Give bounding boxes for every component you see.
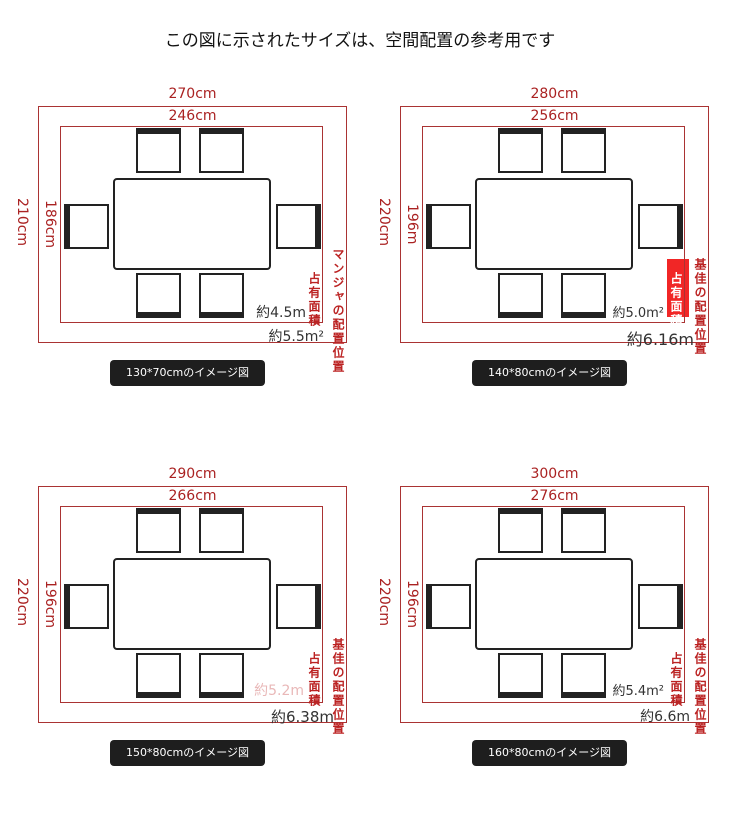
chair	[136, 653, 181, 698]
page-title: この図に示されたサイズは、空間配置の参考用です	[164, 31, 556, 51]
layout-panel-160x80: 300cm 276cm 220cm 196cm 約5.4m² 約6.6m 占有面…	[362, 460, 732, 790]
chair	[638, 204, 683, 249]
occupied-area-rect	[60, 506, 323, 703]
occupied-area-text: 占有面積	[669, 272, 683, 328]
chair	[136, 273, 181, 318]
chair	[561, 508, 606, 553]
outer-space-rect	[400, 106, 709, 343]
chair	[64, 584, 109, 629]
total-area-label: 約6.6m	[640, 709, 690, 725]
chair	[199, 508, 244, 553]
outer-height-label: 220cm	[376, 578, 392, 627]
chair	[638, 584, 683, 629]
layout-panel-150x80: 290cm 266cm 220cm 196cm 約5.2m 約6.38m 占有面…	[0, 460, 370, 790]
chair	[199, 273, 244, 318]
inner-width-label: 256cm	[530, 108, 579, 124]
placement-text: マンジャの配置位置	[331, 248, 345, 374]
outer-space-rect	[38, 106, 347, 343]
outer-space-rect	[38, 486, 347, 723]
outer-space-rect	[400, 486, 709, 723]
outer-height-label: 210cm	[14, 198, 30, 247]
outer-width-label: 270cm	[168, 86, 217, 102]
chair	[64, 204, 109, 249]
table-area-label: 約5.0m²	[612, 306, 664, 321]
chair	[498, 653, 543, 698]
occupied-area-text: 占有面積	[307, 652, 321, 708]
inner-height-label: 186cm	[42, 200, 58, 249]
image-caption-button[interactable]: 160*80cmのイメージ図	[472, 740, 627, 766]
occupied-area-rect	[422, 506, 685, 703]
image-caption-button[interactable]: 140*80cmのイメージ図	[472, 360, 627, 386]
table-area-label: 約4.5m	[256, 305, 306, 321]
chair	[561, 653, 606, 698]
layout-panel-130x70: 270cm 246cm 210cm 186cm 約4.5m 約5.5m² 占有面…	[0, 80, 370, 410]
total-area-label: 約5.5m²	[268, 329, 324, 345]
table-area-label: 約5.2m	[254, 683, 304, 699]
placement-text: 基佳の配置位置	[693, 638, 707, 736]
outer-width-label: 290cm	[168, 466, 217, 482]
total-area-label: 約6.16m	[626, 330, 694, 349]
chair	[276, 584, 321, 629]
dining-table	[113, 178, 271, 270]
inner-width-label: 266cm	[168, 488, 217, 504]
inner-height-label: 196cm	[42, 580, 58, 629]
chair	[498, 128, 543, 173]
chair	[199, 128, 244, 173]
inner-height-label: 196cm	[404, 580, 420, 629]
inner-height-label: 196m	[404, 204, 420, 245]
image-caption-button[interactable]: 150*80cmのイメージ図	[110, 740, 265, 766]
chair	[426, 204, 471, 249]
image-caption-button[interactable]: 130*70cmのイメージ図	[110, 360, 265, 386]
outer-width-label: 280cm	[530, 86, 579, 102]
chair	[498, 273, 543, 318]
chair	[276, 204, 321, 249]
chair	[199, 653, 244, 698]
chair	[136, 128, 181, 173]
outer-height-label: 220cm	[14, 578, 30, 627]
outer-width-label: 300cm	[530, 466, 579, 482]
layout-panel-140x80: 280cm 256cm 220cm 196m 約5.0m² 約6.16m 占有面…	[362, 80, 732, 410]
table-area-label: 約5.4m²	[612, 684, 664, 699]
chair	[498, 508, 543, 553]
chair	[561, 273, 606, 318]
total-area-label: 約6.38m	[270, 708, 334, 726]
chair	[426, 584, 471, 629]
dining-table	[475, 178, 633, 270]
placement-text: 基佳の配置位置	[331, 638, 345, 736]
chair	[561, 128, 606, 173]
occupied-area-text: 占有面積	[307, 272, 321, 328]
chair	[136, 508, 181, 553]
dining-table	[475, 558, 633, 650]
occupied-area-text: 占有面積	[669, 652, 683, 708]
placement-text: 基佳の配置位置	[693, 258, 707, 356]
inner-width-label: 246cm	[168, 108, 217, 124]
highlight-mark	[667, 259, 689, 317]
outer-height-label: 220cm	[376, 198, 392, 247]
occupied-area-rect	[422, 126, 685, 323]
occupied-area-rect	[60, 126, 323, 323]
inner-width-label: 276cm	[530, 488, 579, 504]
dining-table	[113, 558, 271, 650]
